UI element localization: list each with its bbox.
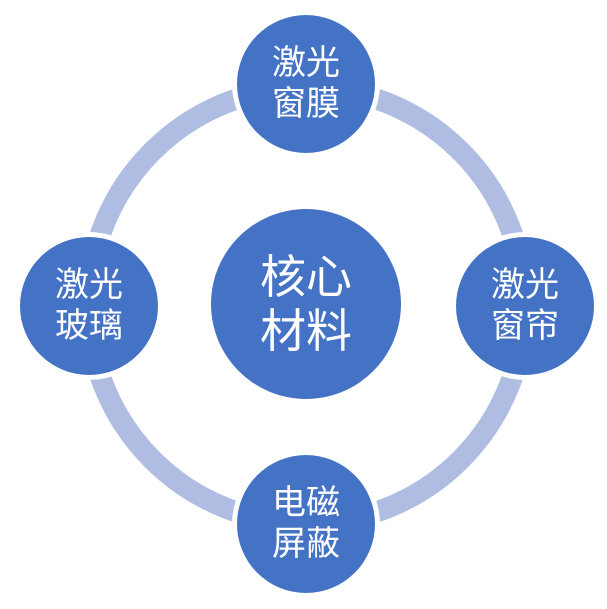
node-right-label-line2: 窗帘 — [491, 307, 559, 345]
node-right-label-line1: 激光 — [491, 265, 559, 304]
node-top: 激光 窗膜 — [237, 15, 375, 153]
node-bottom-label-line1: 电磁 — [272, 483, 340, 522]
center-node: 核心 材料 — [211, 209, 401, 399]
node-top-label-line2: 窗膜 — [272, 85, 340, 123]
node-left-label-line2: 玻璃 — [55, 307, 123, 345]
node-bottom: 电磁 屏蔽 — [237, 455, 375, 593]
node-left-label-line1: 激光 — [55, 265, 123, 304]
node-bottom-label-line2: 屏蔽 — [272, 525, 340, 563]
center-node-label-line1: 核心 — [260, 250, 352, 303]
node-top-label-line1: 激光 — [272, 43, 340, 82]
center-node-label-line2: 材料 — [260, 305, 352, 357]
node-right: 激光 窗帘 — [456, 237, 594, 375]
node-left: 激光 玻璃 — [20, 237, 158, 375]
